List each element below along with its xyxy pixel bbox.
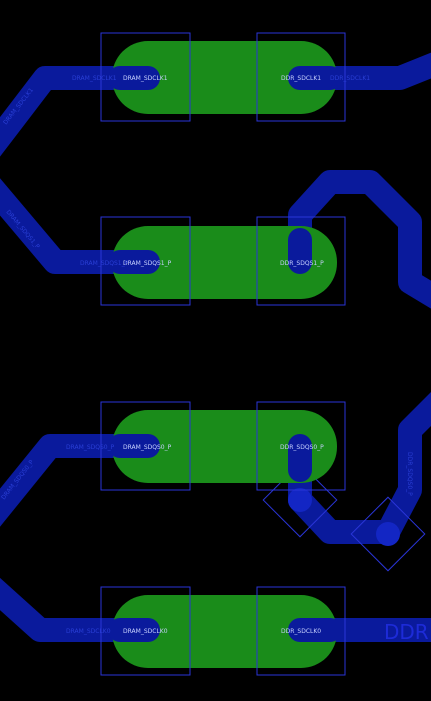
trace-label-1-left: DRAM_SDCLK1 (72, 75, 117, 82)
trace-sdclk0-left[interactable] (0, 577, 152, 642)
copper-traces (0, 52, 431, 642)
pad-label-2-left: DRAM_SDQS1_P (123, 260, 172, 267)
trace-label-4-left: DRAM_SDCLK0 (66, 628, 111, 635)
component-body-1[interactable] (112, 41, 337, 114)
pad-label-2-right: DDR_SDQS1_P (280, 260, 324, 267)
pad-outline-2-left[interactable] (100, 216, 191, 306)
pad-label-3-right: DDR_SDQS0_P (280, 444, 324, 451)
pad-outline-4-right[interactable] (256, 586, 346, 676)
pad-label-4-right: DDR_SDCLK0 (281, 628, 321, 635)
pad-outline-1-left[interactable] (100, 32, 191, 122)
trace-label-2-left: DRAM_SDQS1_P (80, 260, 129, 267)
pad-label-1-left: DRAM_SDCLK1 (123, 75, 168, 82)
pad-label-1-right: DDR_SDCLK1 (281, 75, 321, 82)
pad-trace-overlays (108, 66, 342, 642)
pad-outline-4-left[interactable] (100, 586, 191, 676)
component-body-3[interactable] (112, 410, 337, 483)
trace-label-3-right: DDR_SDQS0_P (406, 452, 413, 496)
component-body-4[interactable] (112, 595, 337, 668)
trace-sdqs1-right[interactable] (288, 170, 431, 309)
pad-outline-1-right[interactable] (256, 32, 346, 122)
pad-outline-3-left[interactable] (100, 401, 191, 491)
pad-label-3-left: DRAM_SDQS0_P (123, 444, 172, 451)
component-body-2[interactable] (112, 226, 337, 299)
vias (262, 462, 426, 572)
component-bodies (112, 41, 337, 668)
overlay-label: DDR (384, 620, 429, 644)
trace-label-1-right: DDR_SDCLK1 (330, 75, 370, 82)
pad-outline-3-right[interactable] (256, 401, 346, 491)
trace-label-3-left: DRAM_SDQS0_P (66, 444, 115, 451)
courtyard-outlines (100, 32, 346, 676)
pad-labels: DRAM_SDCLK1 DDR_SDCLK1 DRAM_SDQS1_P DDR_… (123, 75, 324, 635)
pad-label-4-left: DRAM_SDCLK0 (123, 628, 168, 635)
pad-outline-2-right[interactable] (256, 216, 346, 306)
trace-labels: DRAM_SDCLK1 DDR_SDCLK1 DRAM_SDQS1_P DRAM… (0, 75, 413, 635)
via-2-outline (350, 496, 426, 572)
via-2[interactable] (376, 522, 400, 546)
via-1[interactable] (288, 488, 312, 512)
